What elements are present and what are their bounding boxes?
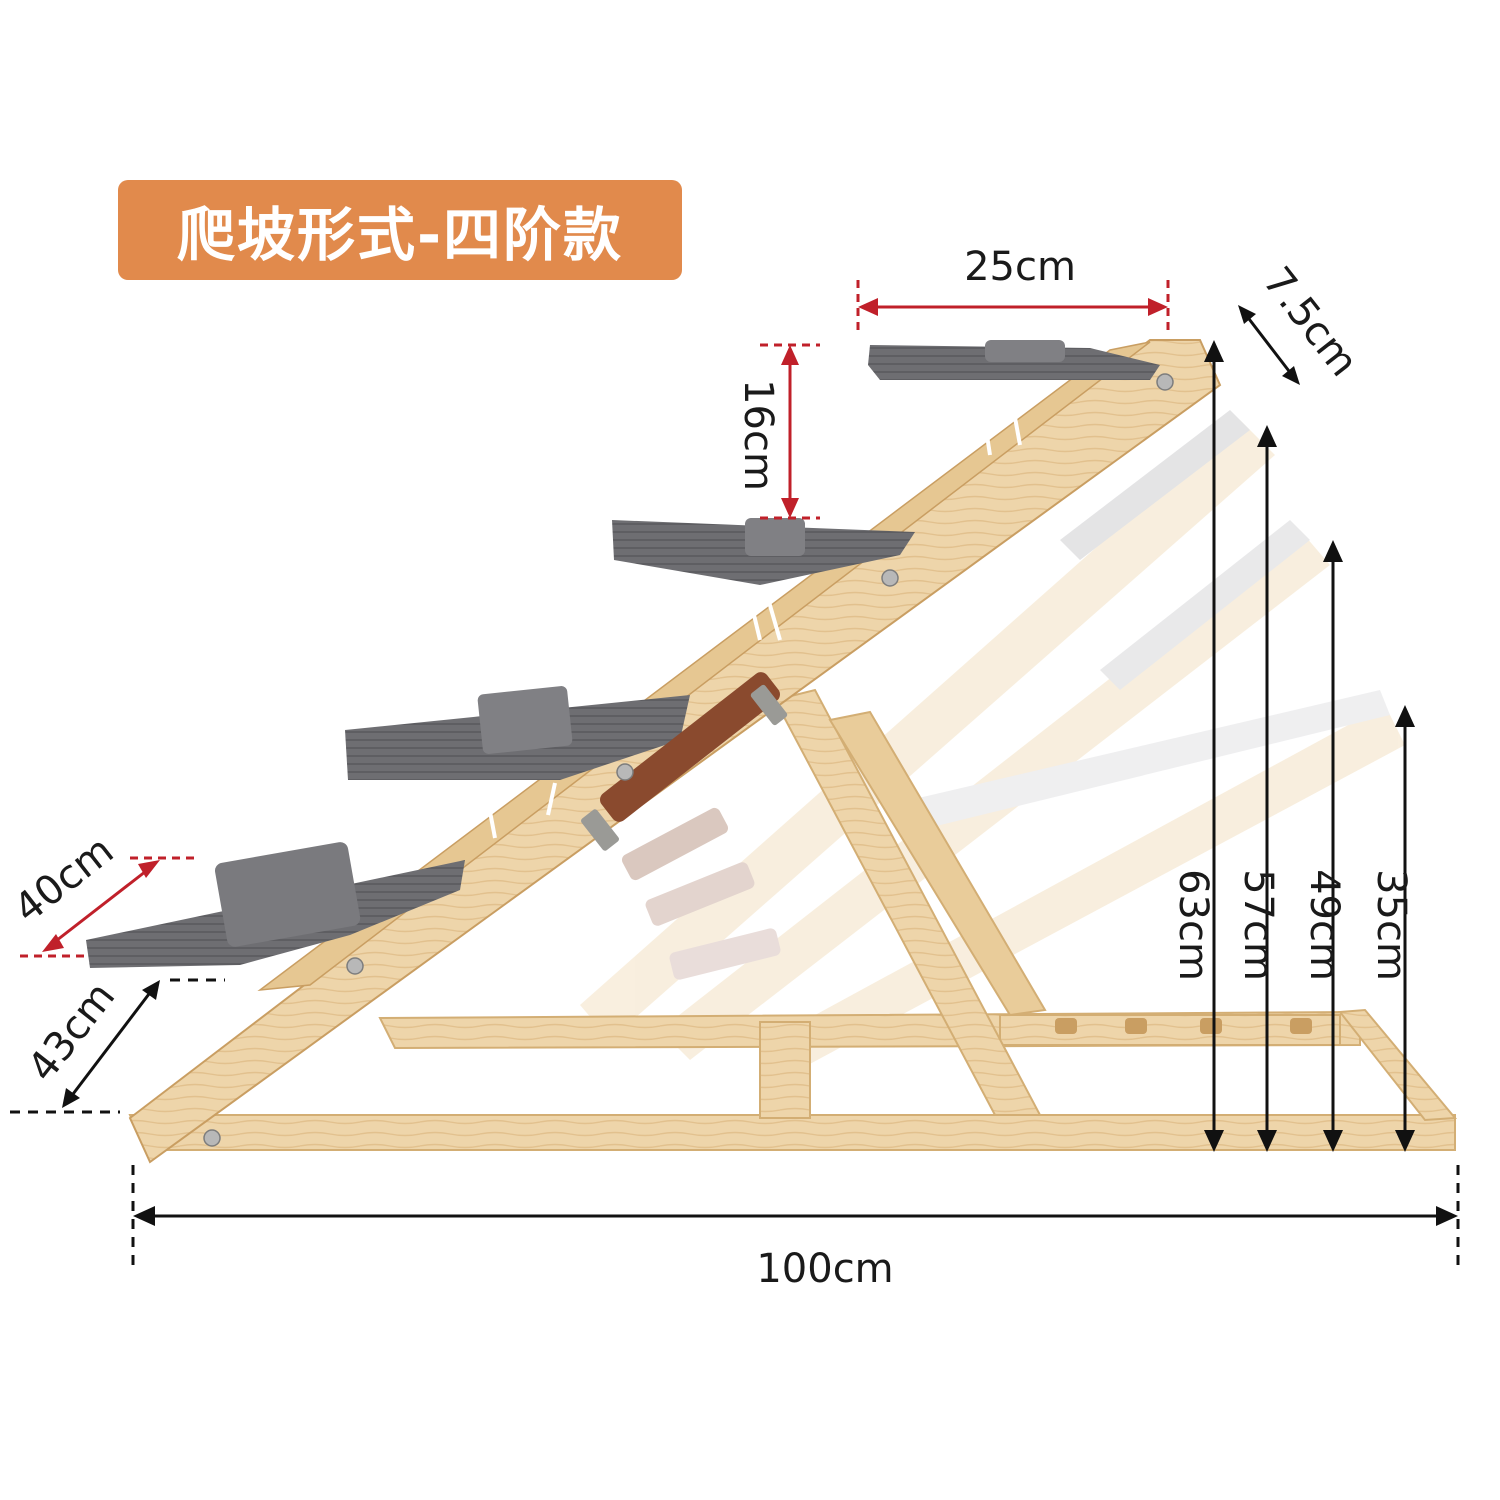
base-cross-bar [759, 1021, 811, 1119]
label-height-1: 63cm [1170, 869, 1216, 981]
notch-2 [1125, 1018, 1147, 1034]
label-step-rise: 16cm [735, 379, 781, 491]
label-ramp-width: 40cm [6, 827, 122, 932]
label-height-3: 49cm [1301, 869, 1347, 981]
ghost-strap-1 [621, 807, 729, 881]
leather-strap-icon [581, 672, 788, 851]
title-text: 爬坡形式-四阶款 [176, 201, 624, 269]
screws [203, 373, 1174, 1147]
carpet-steps [86, 340, 1160, 1021]
step-top [868, 340, 1160, 456]
title-badge: 爬坡形式-四阶款 [118, 180, 682, 280]
dimension-lines [10, 280, 1460, 1272]
step-2 [612, 518, 915, 641]
screw-5 [203, 1129, 221, 1147]
label-height-2: 57cm [1235, 869, 1281, 981]
notch-4 [1290, 1018, 1312, 1034]
ghost-ramp-35 [760, 705, 1405, 1080]
step-bottom [86, 842, 465, 1021]
label-height-4: 35cm [1368, 869, 1414, 981]
ghost-ramp-57 [580, 420, 1275, 1040]
screw-1 [1156, 373, 1174, 391]
ghost-positions [580, 410, 1405, 1080]
notch-rail [999, 1014, 1341, 1046]
ghost-carpet-57 [1060, 410, 1250, 560]
support-legs [773, 688, 1047, 1116]
support-leg-front [773, 688, 1042, 1116]
ghost-ramp-49 [660, 530, 1330, 1060]
screw-2 [881, 569, 899, 587]
label-step-depth: 7.5cm [1254, 259, 1367, 385]
ghost-carpet-35 [910, 690, 1390, 830]
ghost-strap-2 [645, 862, 755, 926]
notch-1 [1055, 1018, 1077, 1034]
support-leg-back [828, 710, 1047, 1017]
label-total-length: 100cm [756, 1246, 893, 1292]
base-right-rail [1338, 1008, 1458, 1122]
screw-4 [346, 957, 364, 975]
label-step-width: 25cm [964, 244, 1076, 290]
base-bottom-rail [128, 1114, 1456, 1151]
ghost-strap-3 [669, 928, 781, 980]
screw-3 [616, 763, 634, 781]
ghost-carpet-49 [1100, 520, 1310, 690]
step-3 [345, 686, 690, 839]
notch-3 [1200, 1018, 1222, 1034]
label-ramp-side: 43cm [19, 974, 124, 1090]
